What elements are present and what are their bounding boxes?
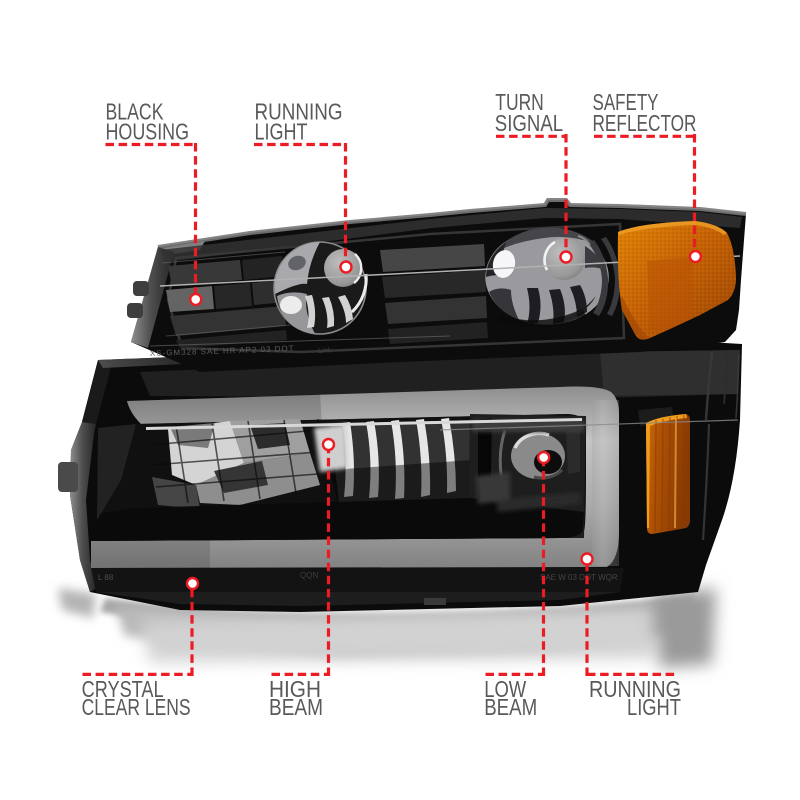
svg-text:RUNNING: RUNNING <box>255 98 343 124</box>
svg-text:HIGH: HIGH <box>269 676 321 702</box>
svg-text:SIGNAL: SIGNAL <box>495 110 563 136</box>
svg-text:RUNNING: RUNNING <box>589 676 681 702</box>
svg-text:LOW: LOW <box>484 676 526 702</box>
svg-text:Link: Link <box>318 346 332 355</box>
svg-text:TURN: TURN <box>495 89 544 115</box>
svg-text:BEAM: BEAM <box>269 694 323 720</box>
svg-text:SAFETY: SAFETY <box>593 89 659 115</box>
svg-text:CLEAR LENS: CLEAR LENS <box>82 694 191 720</box>
svg-text:HOUSING: HOUSING <box>106 118 190 144</box>
svg-text:CRYSTAL: CRYSTAL <box>82 676 164 702</box>
svg-text:SAE W 03 DOT WQR: SAE W 03 DOT WQR <box>540 573 618 582</box>
svg-text:LIGHT: LIGHT <box>627 694 681 720</box>
svg-text:REFLECTOR: REFLECTOR <box>593 110 697 136</box>
svg-text:BLACK: BLACK <box>106 98 164 124</box>
svg-text:LIGHT: LIGHT <box>255 118 308 144</box>
svg-text:L 88: L 88 <box>98 573 114 582</box>
svg-text:BEAM: BEAM <box>484 694 537 720</box>
svg-text:QQN: QQN <box>300 571 318 580</box>
